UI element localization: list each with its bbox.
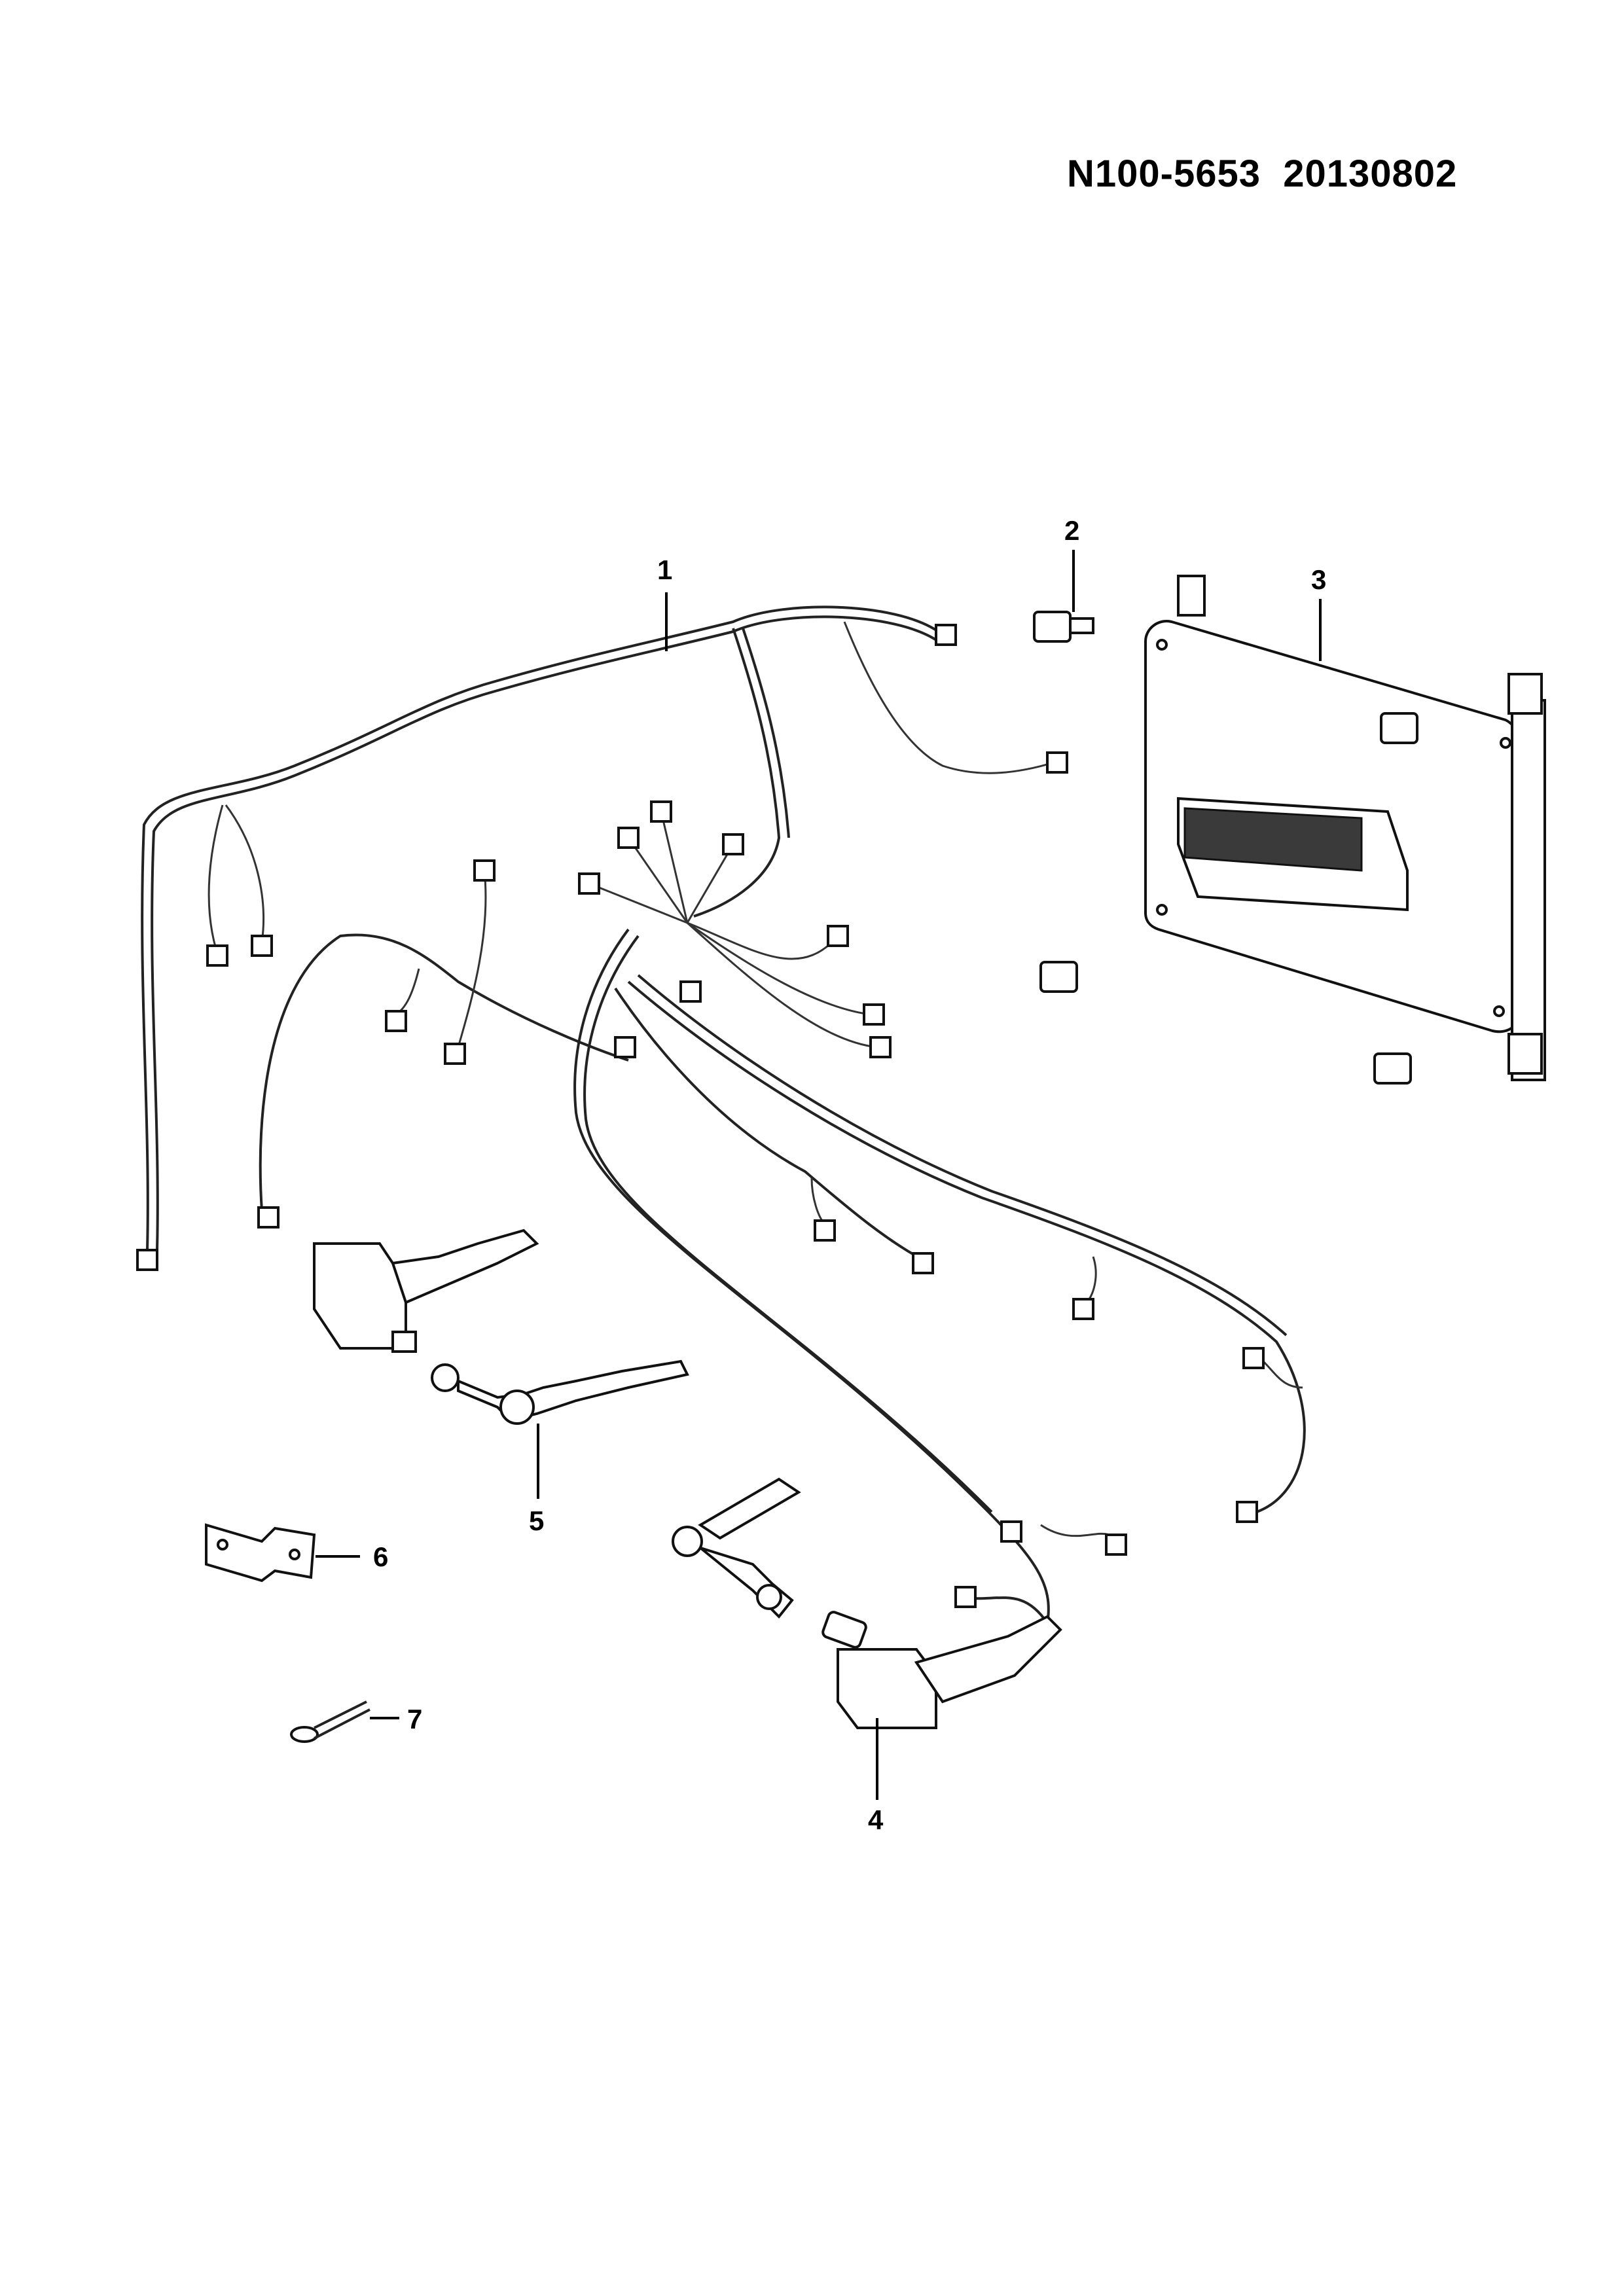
wiring-harness: [136, 605, 1306, 1627]
drawing-number: N100-5653 20130802: [1067, 152, 1457, 196]
drawing-code: N100-5653: [1067, 152, 1261, 195]
bracket: [205, 1523, 316, 1583]
bolt: [1033, 611, 1094, 643]
callout-7: 7: [407, 1704, 422, 1734]
spark-plug-lead: [431, 1359, 689, 1425]
control-module: [1039, 575, 1546, 1085]
callout-1: 1: [657, 554, 672, 585]
spark-plug-lead-lower: [672, 1477, 801, 1619]
drawing-date: 20130802: [1283, 152, 1458, 195]
callout-4: 4: [868, 1804, 884, 1835]
callout-5: 5: [529, 1505, 544, 1536]
cotter-pin: [290, 1700, 370, 1743]
ignition-coil-upper: [313, 1229, 539, 1353]
ignition-coil-lower: [821, 1611, 1062, 1729]
callout-3: 3: [1311, 564, 1326, 595]
callout-2: 2: [1064, 515, 1079, 546]
callout-6: 6: [373, 1541, 388, 1572]
